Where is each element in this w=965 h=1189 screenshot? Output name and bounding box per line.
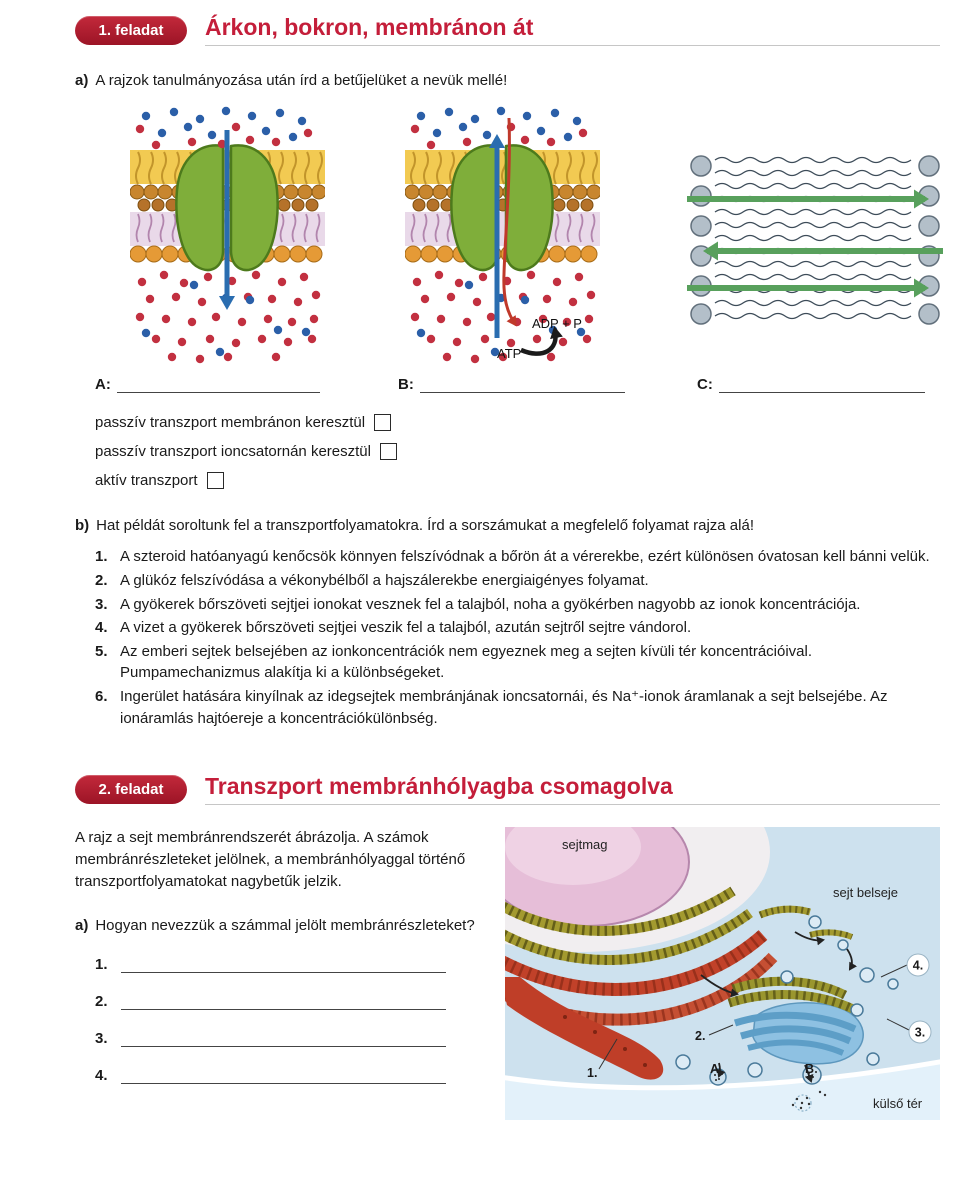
example-number: 4. <box>95 619 108 637</box>
task1-header: 1. feladat Árkon, bokron, membránon át <box>75 14 940 47</box>
example-text: Az emberi sejtek belsejében az ionkoncen… <box>120 643 813 682</box>
list-item: 3. A gyökerek bőrszöveti sejtjei ionokat … <box>75 594 940 615</box>
option-passive-membrane: passzív transzport membránon keresztül <box>95 414 940 432</box>
answer-a-blank[interactable] <box>116 379 320 394</box>
figure-number-3: 3. <box>915 1026 925 1040</box>
checkbox-passive-channel[interactable] <box>379 443 397 461</box>
example-text: Ingerület hatására kinyílnak az idegsejt… <box>120 688 888 727</box>
example-number: 3. <box>95 595 108 613</box>
option-passive-channel-label: passzív transzport ioncsatornán keresztü… <box>95 443 371 461</box>
option-passive-membrane-label: passzív transzport membránon keresztül <box>95 414 366 432</box>
example-number: 6. <box>95 688 108 706</box>
answer-a-label: A: <box>95 376 111 394</box>
section-b-label: b) <box>75 517 90 535</box>
option-active-transport-label: aktív transzport <box>95 472 198 490</box>
blank-1-number: 1. <box>95 956 108 974</box>
blank-row-3: 3. <box>75 1030 495 1048</box>
example-number: 2. <box>95 571 108 589</box>
task1-example-list: 1. A szteroid hatóanyagú kenőcsök könnyen… <box>75 546 940 729</box>
example-number: 5. <box>95 643 108 661</box>
example-text: A vizet a gyökerek bőrszöveti sejtjei ve… <box>120 619 692 637</box>
task1-options: passzív transzport membránon keresztül p… <box>75 414 940 490</box>
task1-instruction-b: b) Hat példát soroltunk fel a transzportf… <box>75 515 940 537</box>
checkbox-passive-membrane[interactable] <box>374 414 392 432</box>
figure-number-2: 2. <box>695 1029 705 1043</box>
blank-3-line[interactable] <box>121 1033 446 1048</box>
blank-4-line[interactable] <box>121 1070 446 1085</box>
task1-title: Árkon, bokron, membránon át <box>205 14 534 40</box>
figure-letter-a: A <box>710 1062 719 1076</box>
task1-instruction-a: a) A rajzok tanulmányozása után írd a bet… <box>75 70 940 92</box>
blank-row-1: 1. <box>75 956 495 974</box>
task2-section-a-text: Hogyan nevezzük a számmal jelölt membrán… <box>95 916 475 934</box>
blank-row-4: 4. <box>75 1067 495 1085</box>
list-item: 1. A szteroid hatóanyagú kenőcsök könnyen… <box>75 546 940 567</box>
answer-c: C: <box>697 376 925 394</box>
task2-intro: A rajz a sejt membránrendszerét ábrázolj… <box>75 829 466 890</box>
task1-diagrams: ATP ADP + P <box>75 106 943 368</box>
figure-number-4: 4. <box>913 959 923 973</box>
atp-label: ATP <box>497 346 521 361</box>
figure-number-1: 1. <box>587 1066 597 1080</box>
task2-section-a-label: a) <box>75 916 89 934</box>
task2-body: A rajz a sejt membránrendszerét ábrázolj… <box>75 752 946 1125</box>
task2-title-rule: Transzport membránhólyagba csomagolva <box>205 772 940 806</box>
answer-c-label: C: <box>697 376 713 394</box>
option-passive-channel: passzív transzport ioncsatornán keresztü… <box>95 443 940 461</box>
cell-membrane-system-figure: sejtmag sejt belseje külső tér 1. 2. 3. … <box>390 752 946 1121</box>
diagram-b-active-transport-atp: ATP ADP + P <box>405 106 600 364</box>
task1-title-rule: Árkon, bokron, membránon át <box>205 14 940 47</box>
blank-3-number: 3. <box>95 1030 108 1048</box>
answer-a: A: <box>95 376 320 394</box>
answer-b-blank[interactable] <box>419 379 625 394</box>
figure-letter-b: B <box>805 1062 814 1076</box>
section-a-label: a) <box>75 72 89 90</box>
blank-row-2: 2. <box>75 993 495 1011</box>
list-item: 2. A glükóz felszívódása a vékonybélből a… <box>75 570 940 591</box>
option-active-transport: aktív transzport <box>95 472 940 490</box>
diagram-a-passive-membrane-transport <box>130 106 325 364</box>
task2-title: Transzport membránhólyagba csomagolva <box>205 772 673 799</box>
list-item: 5. Az emberi sejtek belsejében az ionkonc… <box>75 641 940 684</box>
blank-1-line[interactable] <box>121 959 446 974</box>
figure-label-cell-interior: sejt belseje <box>833 885 898 900</box>
answer-c-blank[interactable] <box>718 379 925 394</box>
section-a-text: A rajzok tanulmányozása után írd a betűj… <box>95 72 508 90</box>
task2-badge: 2. feladat <box>75 774 187 804</box>
blank-4-number: 4. <box>95 1067 108 1085</box>
example-text: A gyökerek bőrszöveti sejtjei ionokat ve… <box>120 595 861 613</box>
example-number: 1. <box>95 547 108 565</box>
diagram-c-lipid-bilayer-diffusion <box>687 155 943 325</box>
answer-b: B: <box>398 376 625 394</box>
task2-figure-wrap: sejtmag sejt belseje külső tér 1. 2. 3. … <box>390 752 946 1125</box>
task1-answer-row: A: B: C: <box>75 376 940 396</box>
blank-2-line[interactable] <box>121 996 446 1011</box>
list-item: 6. Ingerület hatására kinyílnak az idegse… <box>75 686 940 729</box>
task2-header: 2. feladat Transzport membránhólyagba cs… <box>75 772 940 806</box>
task2-left-column: A rajz a sejt membránrendszerét ábrázolj… <box>75 827 495 1125</box>
figure-label-outside: külső tér <box>873 1096 923 1111</box>
example-text: A szteroid hatóanyagú kenőcsök könnyen f… <box>120 547 930 565</box>
task2-question-a: a) Hogyan nevezzük a számmal jelölt membr… <box>75 915 495 937</box>
section-b-text: Hat példát soroltunk fel a transzportfol… <box>96 517 754 535</box>
adp-p-label: ADP + P <box>532 316 582 331</box>
list-item: 4. A vizet a gyökerek bőrszöveti sejtjei … <box>75 617 940 638</box>
task1-badge: 1. feladat <box>75 15 187 45</box>
figure-label-nucleus: sejtmag <box>562 837 608 852</box>
answer-b-label: B: <box>398 376 414 394</box>
blank-2-number: 2. <box>95 993 108 1011</box>
example-text: A glükóz felszívódása a vékonybélből a h… <box>120 571 649 589</box>
checkbox-active-transport[interactable] <box>206 472 224 490</box>
